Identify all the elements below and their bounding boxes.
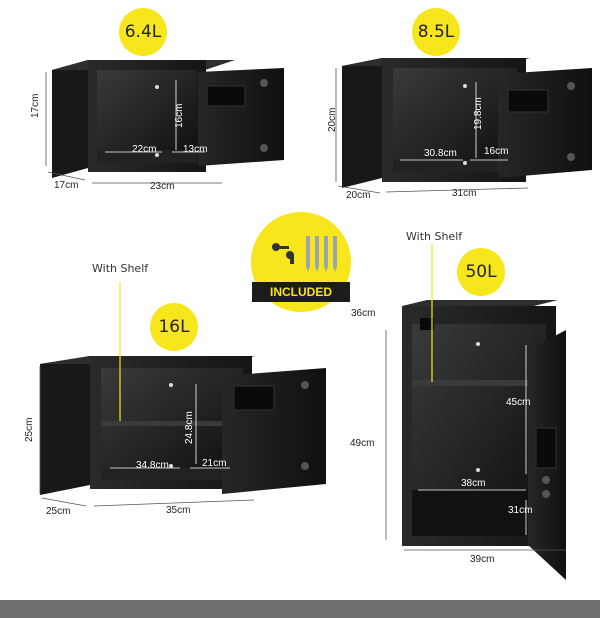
inner-depth-label-50l: 31cm [508,505,533,516]
height-label-50l: 49cm [350,438,375,449]
inner-depth-label-6-4l: 13cm [183,144,208,155]
bolt-icon [306,236,337,272]
safe-50l [402,300,566,580]
shelf-label-16l: With Shelf [92,262,149,275]
depth-label-50l: 36cm [351,308,376,319]
safe-6-4l-dimensions [45,72,222,184]
inner-height-label-6-4l: 16cm [174,103,185,128]
capacity-label: 50L [465,262,497,282]
safe-6-4l [52,60,284,178]
height-label-8-5l: 20cm [327,107,338,132]
inner-width-label-6-4l: 22cm [132,144,157,155]
safe-16l [40,356,326,495]
inner-depth-label-16l: 21cm [202,458,227,469]
depth-label-8-5l: 20cm [346,190,371,201]
height-label-6-4l: 17cm [30,93,41,118]
capacity-badge-50l: 50L [457,248,505,296]
capacity-label: 6.4L [124,22,162,42]
inner-height-label-8-5l: 19.8cm [473,97,484,130]
inner-width-label-16l: 34.8cm [136,460,169,471]
inner-width-label-50l: 38cm [461,478,486,489]
width-label-50l: 39cm [470,554,495,565]
depth-label-16l: 25cm [46,506,71,517]
width-label-16l: 35cm [166,505,191,516]
capacity-badge-8-5l: 8.5L [412,8,460,56]
safe-8-5l [342,58,592,188]
included-badge [251,212,351,312]
safe-16l-dimensions [39,282,255,507]
safe-8-5l-dimensions [335,68,529,194]
width-label-8-5l: 31cm [452,188,477,199]
included-label: INCLUDED [270,285,332,299]
capacity-badge-16l: 16L [150,303,198,351]
shelf-label-50l: With Shelf [406,230,463,243]
capacity-label: 8.5L [417,22,455,42]
capacity-badge-6-4l: 6.4L [119,8,167,56]
inner-height-label-16l: 24.8cm [184,411,195,444]
inner-height-label-50l: 45cm [506,397,531,408]
footer-bar [0,600,600,618]
safe-50l-dimensions [385,244,566,551]
height-label-16l: 25cm [24,417,35,442]
depth-label-6-4l: 17cm [54,180,79,191]
inner-width-label-8-5l: 30.8cm [424,148,457,159]
key-icon [272,243,294,264]
capacity-label: 16L [158,317,190,337]
inner-depth-label-8-5l: 16cm [484,146,509,157]
width-label-6-4l: 23cm [150,181,175,192]
